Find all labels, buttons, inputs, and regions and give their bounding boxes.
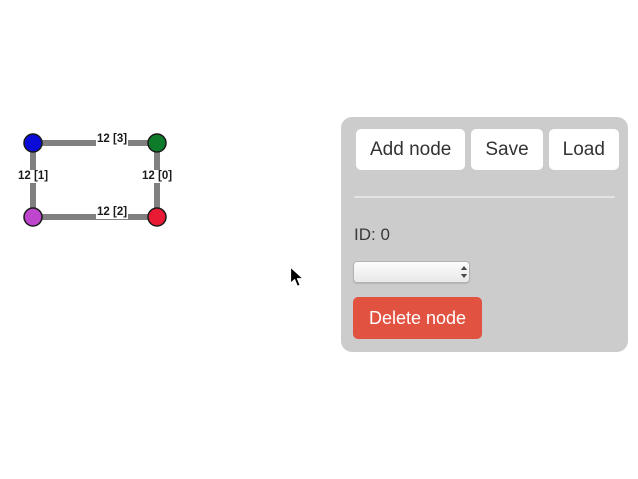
graph-canvas[interactable]: 12 [0] 12 [1] 12 [2] 12 [3]: [0, 0, 340, 479]
graph-svg: [23, 133, 167, 227]
edge-label: 12 [3]: [96, 132, 129, 146]
edge-label: 12 [1]: [17, 169, 50, 183]
delete-node-button[interactable]: Delete node: [353, 297, 482, 339]
save-button[interactable]: Save: [471, 129, 543, 170]
selected-node-id-label: ID: 0: [354, 225, 390, 244]
edge-label: 12 [2]: [96, 205, 129, 219]
graph-node-green[interactable]: [147, 133, 167, 153]
panel-divider: [354, 196, 615, 198]
panel-toolbar: Add node Save Load: [356, 129, 619, 170]
add-node-button[interactable]: Add node: [356, 129, 466, 170]
nodes-group: [23, 133, 167, 227]
edge-label: 12 [0]: [141, 169, 174, 183]
node-select[interactable]: [353, 261, 470, 283]
edges-group: [30, 140, 160, 220]
graph-node-purple[interactable]: [23, 207, 43, 227]
graph-node-red[interactable]: [147, 207, 167, 227]
graph-node-blue[interactable]: [23, 133, 43, 153]
control-panel: Add node Save Load ID: 0 Delete node: [341, 117, 628, 352]
load-button[interactable]: Load: [548, 129, 619, 170]
